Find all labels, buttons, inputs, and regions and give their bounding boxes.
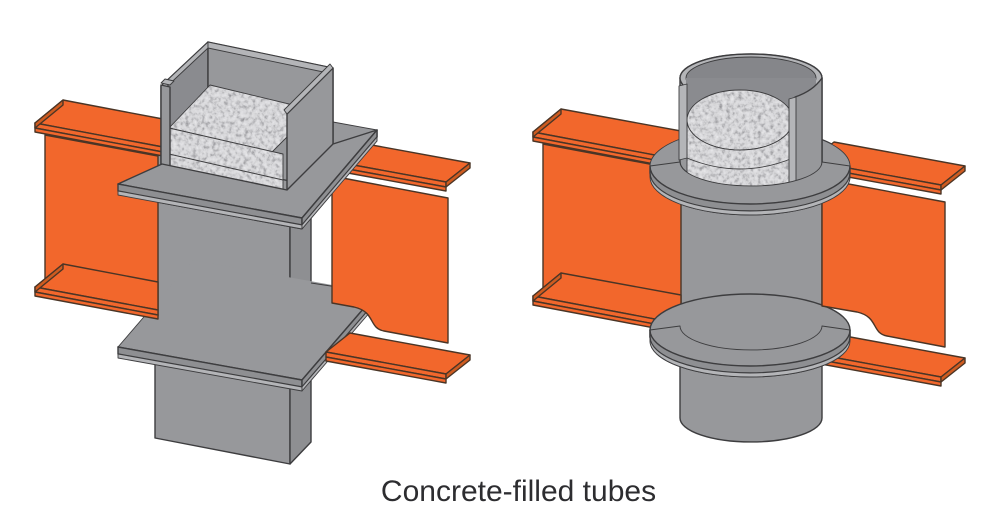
- top-flange-end: [940, 165, 966, 191]
- top-flange-end: [34, 99, 64, 129]
- tube-cut-wall-left-cap: [160, 78, 175, 86]
- bottom-flange-end: [34, 263, 64, 293]
- concrete-core-round: [686, 89, 794, 203]
- tube-cut-edge-right: [788, 96, 797, 187]
- square-tube-top: [160, 41, 334, 207]
- diaphragm-plate-bottom: [117, 260, 378, 392]
- bottom-flange-end: [940, 357, 966, 383]
- figure-circular-cft: [532, 53, 966, 443]
- web: [331, 175, 449, 344]
- i-beam-right: [325, 140, 471, 384]
- tube-wall-top-edge: [283, 63, 334, 115]
- bottom-flange-end: [445, 354, 471, 380]
- ring-top-front-overlay: [649, 161, 851, 216]
- bottom-flange-end: [532, 272, 562, 302]
- i-beam-left: [532, 108, 682, 334]
- round-tube-top: [678, 53, 823, 203]
- tube-cut-edge-left: [678, 83, 688, 161]
- figure-square-cft: [34, 41, 471, 465]
- figure-caption: Concrete-filled tubes: [380, 475, 657, 508]
- tube-cut-wall-left: [160, 84, 171, 171]
- diaphragm-plate-top-front-band: [117, 129, 378, 230]
- i-beam-left: [34, 99, 164, 320]
- web: [821, 178, 946, 348]
- ring-bottom-front-overlay: [649, 325, 851, 378]
- top-flange-end: [532, 108, 562, 138]
- concrete-lift-seam: [168, 153, 284, 181]
- concrete-lift-seam: [686, 157, 794, 170]
- top-flange-end: [445, 162, 471, 188]
